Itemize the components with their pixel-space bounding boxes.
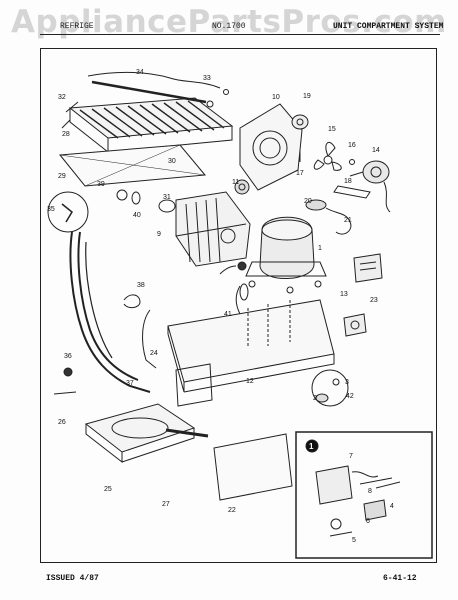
- part-label-3: 3: [345, 379, 349, 386]
- clamp-38: [123, 294, 141, 309]
- part-label-35: 35: [47, 206, 55, 213]
- grommet-assembly: [311, 369, 349, 407]
- terminal-cap: [237, 261, 247, 271]
- part-label-36: 36: [64, 353, 72, 360]
- page-number: 6-41-12: [383, 574, 417, 583]
- base-rail: [167, 299, 335, 393]
- part-label-4: 4: [390, 503, 394, 510]
- part-label-23: 23: [370, 297, 378, 304]
- wire-21: [325, 207, 352, 235]
- part-label-27: 27: [162, 501, 170, 508]
- part-label-14: 14: [372, 147, 380, 154]
- overload-protector: [343, 313, 367, 337]
- part-label-16: 16: [348, 142, 356, 149]
- part-label-42: 42: [346, 393, 354, 400]
- part-label-8: 8: [368, 488, 372, 495]
- inset-detail-box: [295, 431, 433, 559]
- part-label-6: 6: [366, 518, 370, 525]
- access-panel: [213, 433, 293, 501]
- part-label-28: 28: [62, 131, 70, 138]
- part-label-37: 37: [126, 380, 134, 387]
- part-label-17: 17: [296, 170, 304, 177]
- part-label-9: 9: [157, 231, 161, 238]
- drier-coil: [175, 191, 251, 267]
- bracket-base: [175, 363, 213, 407]
- drain-tube-37: [69, 231, 151, 393]
- part-label-18: 18: [344, 178, 352, 185]
- rod-33: [91, 80, 207, 104]
- grommet-40: [131, 191, 141, 205]
- part-label-2: 2: [313, 395, 317, 402]
- part-label-31: 31: [163, 194, 171, 201]
- part-label-24: 24: [150, 350, 158, 357]
- part-label-11: 11: [232, 179, 239, 186]
- header-title: UNIT COMPARTMENT SYSTEM: [333, 22, 444, 31]
- drain-pan: [84, 403, 196, 464]
- part-label-5: 5: [352, 537, 356, 544]
- part-label-19: 19: [303, 93, 311, 100]
- fitting-31: [158, 199, 176, 213]
- inset-label: 1: [309, 442, 314, 451]
- diagram-frame: [40, 48, 437, 563]
- part-labels: 34 33 32 28 29 30 10 19 15 16 14 17 18 1…: [47, 69, 394, 544]
- part-label-1: 1: [318, 245, 322, 252]
- tube-24: [142, 309, 157, 369]
- part-label-13: 13: [340, 291, 348, 298]
- clip-36: [63, 367, 73, 377]
- fan-shroud: [239, 103, 303, 191]
- header-model: NO.1700: [212, 22, 246, 31]
- issued-date: ISSUED 4/87: [46, 574, 99, 583]
- grommet-39: [116, 189, 128, 201]
- part-label-7: 7: [349, 453, 353, 460]
- detail-35-circle: [47, 191, 89, 233]
- part-label-21: 21: [344, 217, 352, 224]
- header-rule: [40, 34, 440, 35]
- part-label-30: 30: [168, 158, 176, 165]
- part-label-12: 12: [246, 378, 254, 385]
- tube-41: [235, 285, 241, 315]
- part-label-25: 25: [104, 486, 112, 493]
- part-label-41: 41: [224, 311, 232, 318]
- part-label-20: 20: [304, 198, 312, 205]
- part-label-22: 22: [228, 507, 236, 514]
- part-label-26: 26: [58, 419, 66, 426]
- fitting-33: [223, 89, 229, 95]
- part-label-33: 33: [203, 75, 211, 82]
- condenser-coil: [61, 97, 234, 154]
- part-label-29: 29: [58, 173, 66, 180]
- fan-blade: [313, 141, 342, 171]
- part-label-38: 38: [137, 282, 145, 289]
- part-label-10: 10: [272, 94, 280, 101]
- rod-27: [165, 428, 209, 438]
- clip-37: [53, 391, 77, 395]
- tube-34: [87, 71, 221, 89]
- fan-motor: [349, 160, 391, 213]
- part-label-40: 40: [133, 212, 141, 219]
- fitting-41: [239, 283, 249, 301]
- relay: [353, 253, 383, 283]
- clip-33: [206, 100, 214, 108]
- part-label-15: 15: [328, 126, 336, 133]
- bracket-20: [305, 199, 327, 211]
- compressor: [219, 216, 327, 294]
- bracket-18: [333, 185, 371, 199]
- part-label-32: 32: [58, 94, 66, 101]
- nut-16: [349, 159, 355, 165]
- part-label-34: 34: [136, 69, 144, 76]
- grommet-11: [234, 179, 250, 195]
- part-label-39: 39: [97, 181, 105, 188]
- header-left: REFRIGE: [60, 22, 94, 31]
- grommet-19: [291, 114, 309, 130]
